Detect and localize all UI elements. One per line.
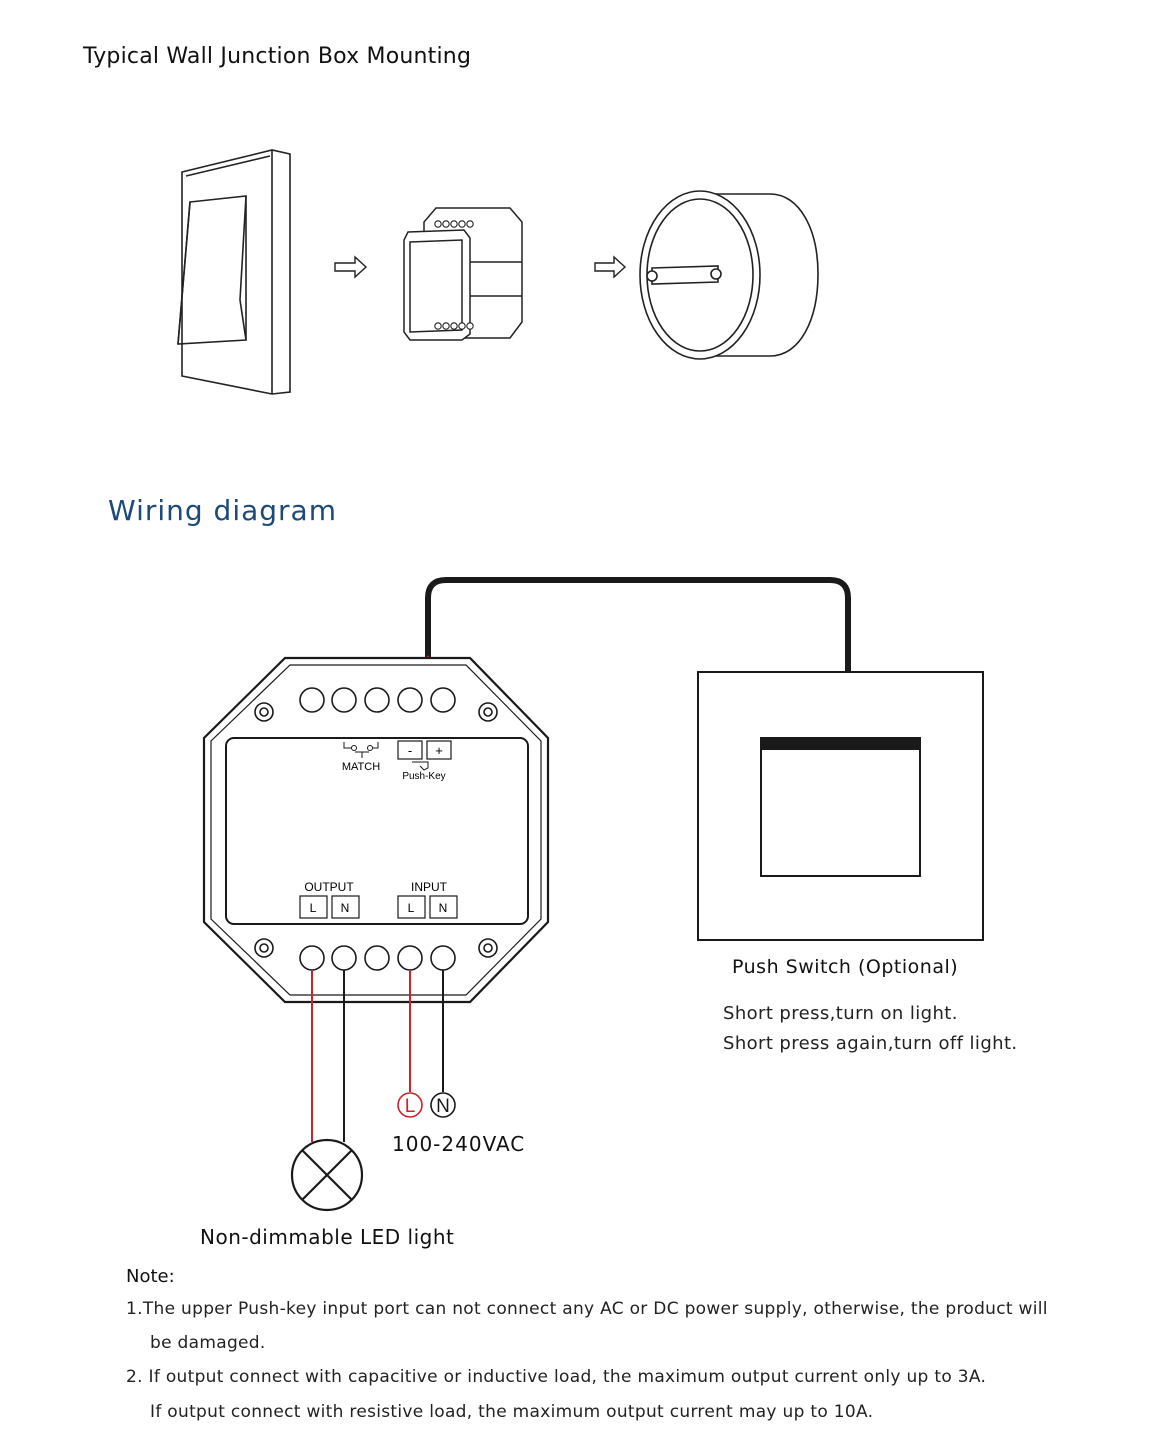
controller-body <box>202 656 550 1004</box>
switch-cable <box>425 577 851 672</box>
junction-box-icon <box>639 190 819 360</box>
output-n-terminal: N <box>341 901 350 915</box>
push-switch-caption: Push Switch (Optional) <box>732 956 959 978</box>
input-n-terminal: N <box>439 901 448 915</box>
input-l-terminal: L <box>408 901 415 915</box>
note-item-2-line2: If output connect with resistive load, t… <box>150 1402 874 1422</box>
live-marker-label: L <box>405 1096 416 1117</box>
output-l-terminal: L <box>310 901 317 915</box>
note-item-1-line1: 1.The upper Push-key input port can not … <box>126 1299 1048 1319</box>
neutral-marker-label: N <box>436 1096 450 1117</box>
led-light-caption: Non-dimmable LED light <box>200 1225 455 1249</box>
mounting-title: Typical Wall Junction Box Mounting <box>83 44 472 69</box>
note-item-2-line1: 2. If output connect with capacitive or … <box>126 1367 987 1387</box>
live-marker <box>397 1092 423 1118</box>
note-title: Note: <box>126 1266 175 1287</box>
push-switch-desc-line1: Short press,turn on light. <box>723 1003 958 1024</box>
input-label: INPUT <box>411 880 448 894</box>
lamp-icon <box>290 1138 364 1212</box>
pushkey-plus: + <box>435 743 443 758</box>
output-label: OUTPUT <box>304 880 354 894</box>
wall-switch-icon <box>177 149 291 395</box>
supply-voltage-label: 100-240VAC <box>392 1132 526 1156</box>
wiring-title: Wiring diagram <box>108 494 337 527</box>
pushkey-label: Push-Key <box>402 771 445 782</box>
push-switch-desc-line2: Short press again,turn off light. <box>723 1033 1018 1054</box>
note-item-1-line2: be damaged. <box>150 1333 266 1353</box>
neutral-marker <box>430 1092 456 1118</box>
arrow-icon <box>334 255 368 279</box>
controller-module-icon <box>403 207 523 341</box>
pushkey-minus: - <box>408 743 412 758</box>
push-switch-icon <box>697 671 984 941</box>
arrow-icon <box>594 255 627 279</box>
match-label: MATCH <box>342 761 380 773</box>
